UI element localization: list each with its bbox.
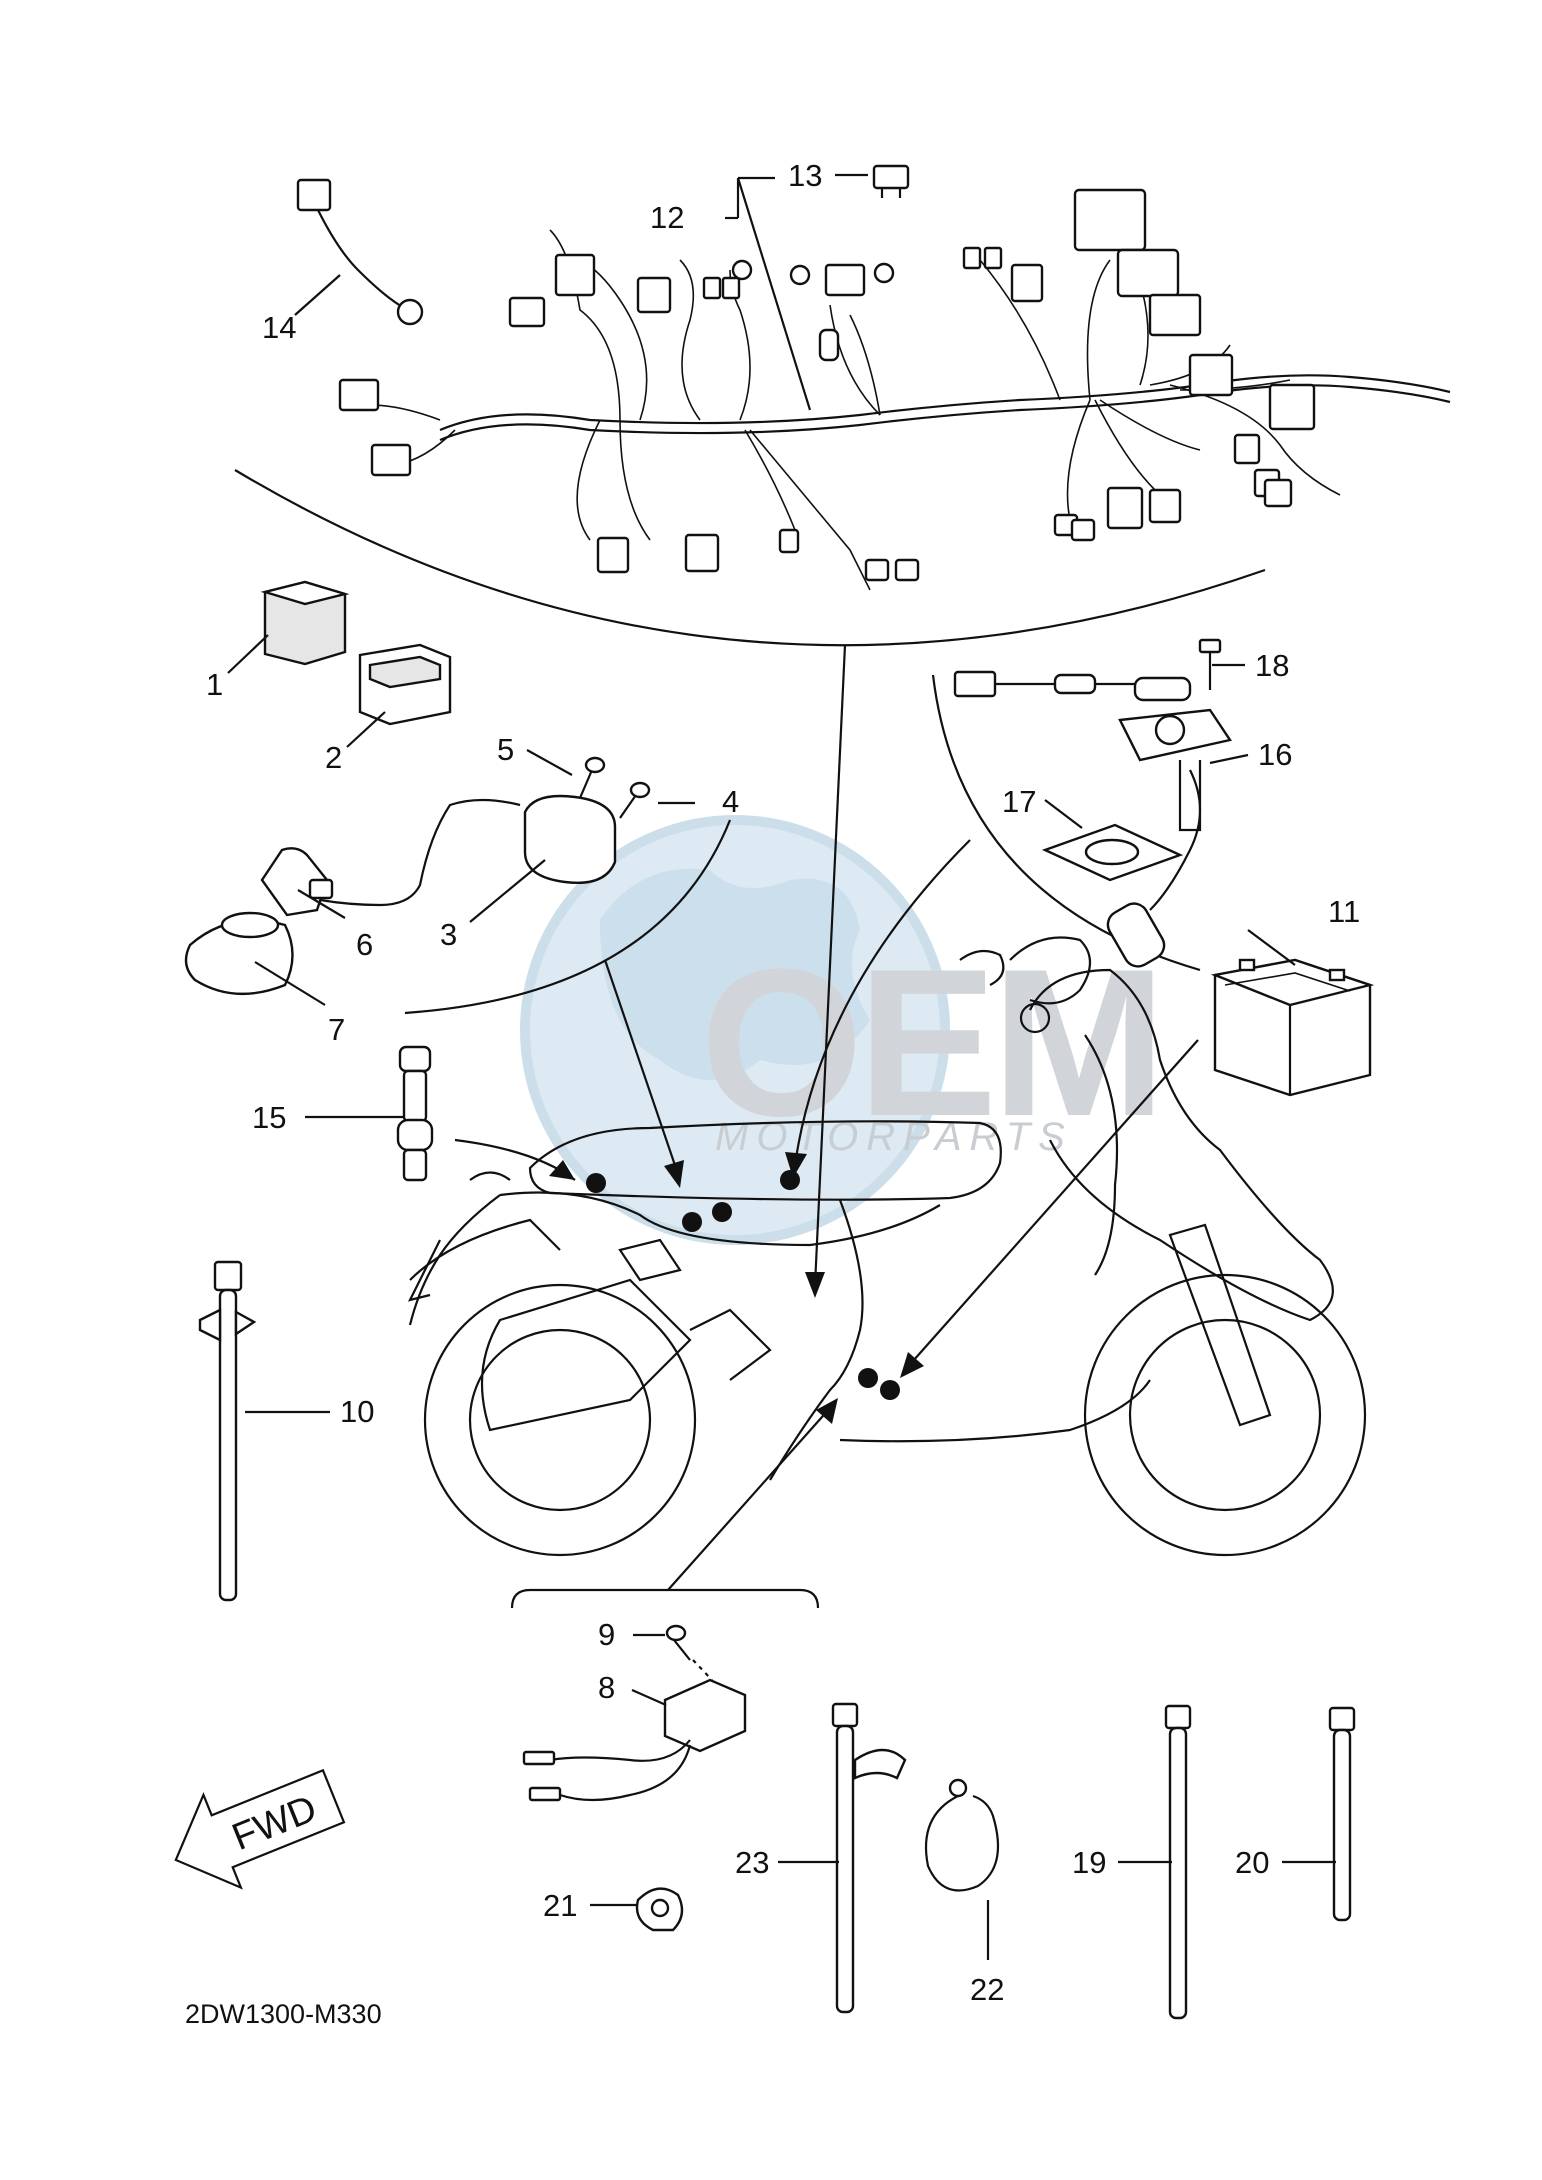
- callout-labels: 1 2 3 4 5 6 7 8 9 10 11 12 13 14 15 16 1…: [206, 158, 1360, 2007]
- cable-band-20: [1328, 1706, 1356, 1922]
- callout-19: 19: [1072, 1845, 1106, 1880]
- callout-21: 21: [543, 1888, 577, 1923]
- callout-leaders: [227, 173, 1336, 1960]
- watermark: OEM MOTORPARTS: [520, 815, 1166, 1245]
- scooter-outline: [407, 936, 1367, 1557]
- callout-15: 15: [252, 1100, 286, 1135]
- callout-18: 18: [1255, 648, 1289, 683]
- callout-2: 2: [325, 740, 342, 775]
- locator-arrows: [454, 644, 1199, 1591]
- callout-10: 10: [340, 1394, 374, 1429]
- coil-screw-5: [578, 756, 606, 799]
- relay-part: [260, 580, 350, 666]
- fwd-label: FWD: [227, 1788, 323, 1859]
- ground-lead: [296, 178, 424, 326]
- cable-band-10: [198, 1260, 257, 1602]
- sender-gasket: [1041, 823, 1184, 882]
- cable-clip: [635, 1887, 684, 1932]
- sender-bolt: [1198, 638, 1222, 690]
- forward-direction-arrow: FWD: [174, 1768, 346, 1890]
- coil-screw-4: [619, 781, 651, 819]
- cdi-screw: [665, 1624, 691, 1661]
- callout-3: 3: [440, 917, 457, 952]
- callout-9: 9: [598, 1617, 615, 1652]
- harness-section-divider: [234, 469, 1266, 647]
- callout-17: 17: [1002, 784, 1036, 819]
- callout-4: 4: [722, 784, 739, 819]
- callout-16: 16: [1258, 737, 1292, 772]
- cable-band-23: [831, 1702, 907, 2014]
- battery: [1210, 958, 1375, 1097]
- callout-14: 14: [262, 310, 296, 345]
- cdi-unit: [522, 1659, 747, 1802]
- diagram-code: 2DW1300-M330: [185, 1999, 382, 2029]
- wire-harness: [338, 188, 1451, 591]
- cable-band-19: [1164, 1704, 1192, 2020]
- callout-22: 22: [970, 1972, 1004, 2007]
- callout-1: 1: [206, 667, 223, 702]
- wire-clamp: [924, 1778, 1000, 1892]
- callout-13: 13: [788, 158, 822, 193]
- callout-8: 8: [598, 1670, 615, 1705]
- relay-cover: [358, 643, 452, 726]
- callout-5: 5: [497, 732, 514, 767]
- fuel-sender-unit: [953, 670, 1232, 968]
- grommet-bushing: [396, 1045, 434, 1182]
- callout-12: 12: [650, 200, 684, 235]
- plug-cap-cover: [184, 911, 294, 995]
- ignition-coil: [319, 794, 617, 907]
- callout-20: 20: [1235, 1845, 1269, 1880]
- fuse-part: [872, 164, 910, 198]
- callout-6: 6: [356, 927, 373, 962]
- coil-section-divider: [404, 819, 732, 1015]
- callout-23: 23: [735, 1845, 769, 1880]
- callout-7: 7: [328, 1012, 345, 1047]
- callout-11: 11: [1328, 894, 1360, 929]
- cdi-section-bracket: [510, 1588, 820, 1609]
